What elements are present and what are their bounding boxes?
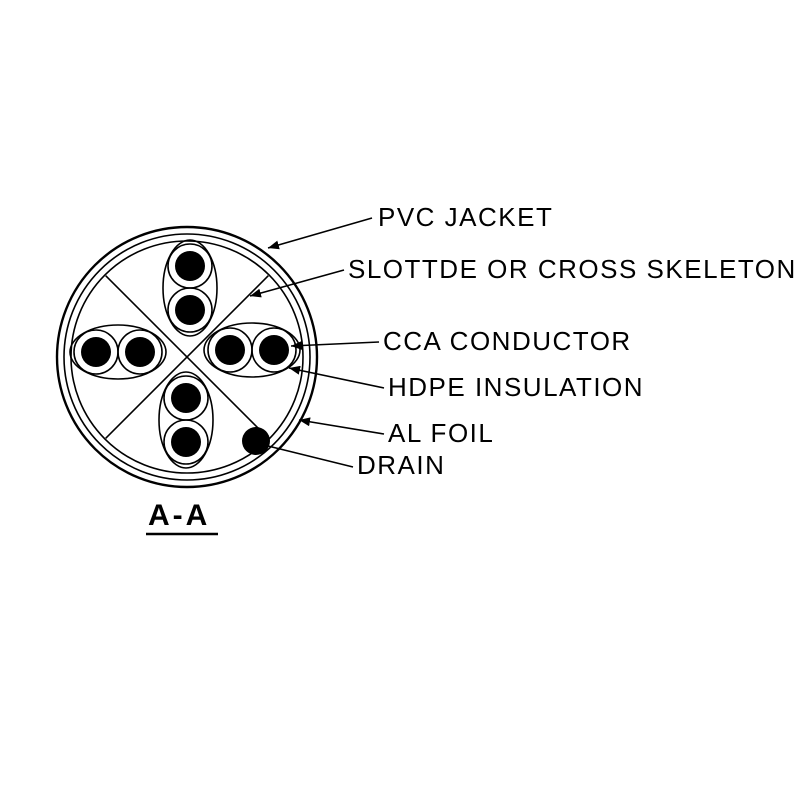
hdpe-insulation-circle [167, 287, 213, 333]
cca-conductor-dot [215, 335, 245, 365]
label-cross-skeleton: SLOTTDE OR CROSS SKELETON [348, 254, 797, 284]
jacket-inner-circle [63, 233, 311, 481]
pair-right [203, 322, 301, 378]
leader-pvc-jacket [267, 217, 373, 250]
leader-al-foil [298, 417, 385, 435]
hdpe-insulation-circle [117, 329, 163, 375]
cca-conductor-dot [125, 337, 155, 367]
leader-cca-conductor [290, 341, 380, 350]
leader-hdpe-insulation [288, 365, 385, 389]
label-hdpe-insulation: HDPE INSULATION [388, 372, 644, 402]
leader-drain [267, 445, 354, 468]
section-title: A-A [148, 499, 210, 532]
drain-wire-dot [242, 427, 270, 455]
pair-bottom [158, 371, 214, 469]
cca-conductor-dot [171, 383, 201, 413]
label-pvc-jacket: PVC JACKET [378, 202, 553, 232]
pair-left-outline [69, 324, 167, 380]
cca-conductor-dot [175, 251, 205, 281]
pvc-jacket-circle [55, 225, 319, 489]
cross-skeleton-diagonal-2 [105, 275, 269, 439]
cca-conductor-dot [171, 427, 201, 457]
hdpe-insulation-circle [163, 419, 209, 465]
cca-conductor-dot [81, 337, 111, 367]
leader-cross-skeleton [249, 269, 345, 298]
label-drain: DRAIN [357, 450, 445, 480]
pair-top-outline [162, 239, 218, 337]
hdpe-insulation-circle [251, 327, 297, 373]
pair-bottom-outline [158, 371, 214, 469]
label-al-foil: AL FOIL [388, 418, 494, 448]
cca-conductor-dot [259, 335, 289, 365]
cca-conductor-dot [175, 295, 205, 325]
label-cca-conductor: CCA CONDUCTOR [383, 326, 632, 356]
pair-right-outline [203, 322, 301, 378]
pair-top [162, 239, 218, 337]
pair-left [69, 324, 167, 380]
